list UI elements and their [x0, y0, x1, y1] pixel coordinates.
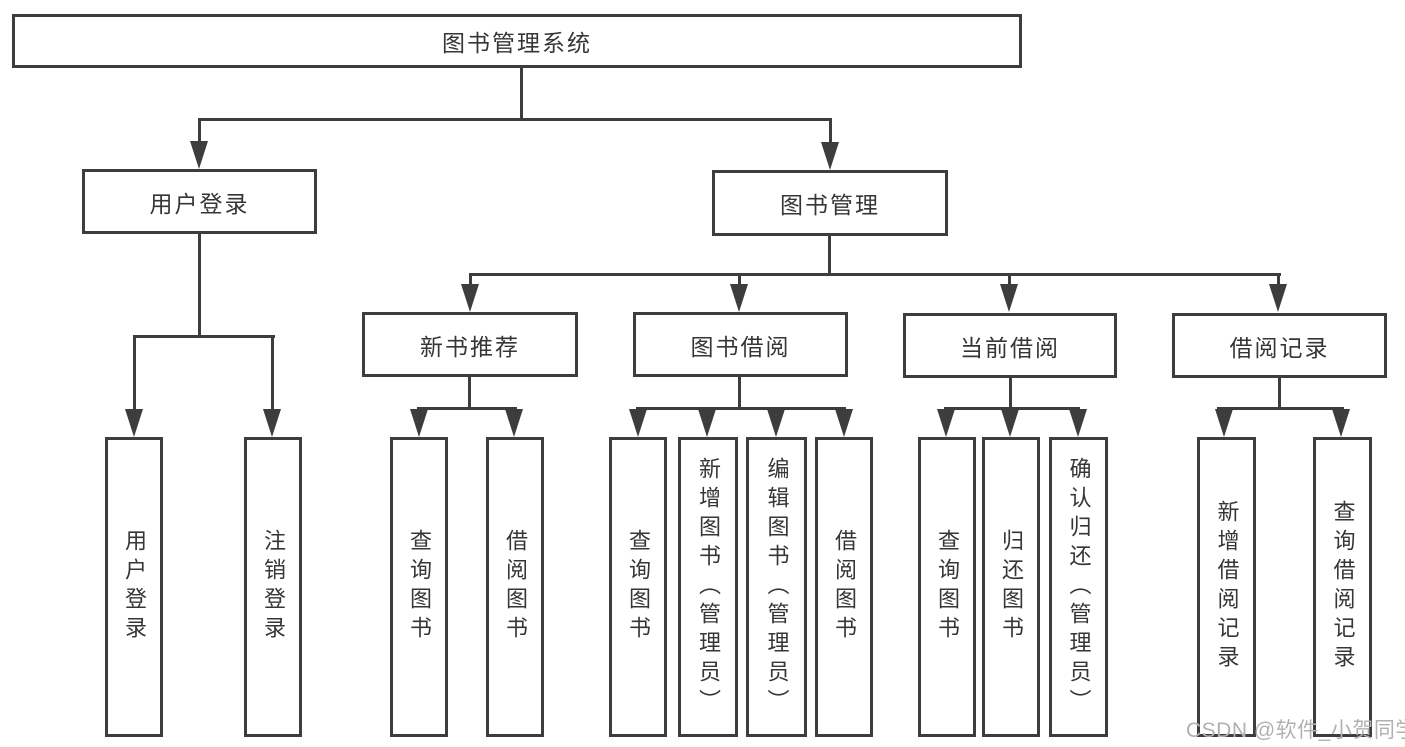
leaf-newbooks-query-books: 查询图书 — [390, 437, 448, 737]
connector-current-borrow-stub — [1009, 378, 1012, 410]
leaf-label: 查询图书 — [407, 529, 432, 645]
leaf-borrow-query-books: 查询图书 — [609, 437, 667, 737]
leaf-user-login: 用户登录 — [105, 437, 163, 737]
node-book-management: 图书管理 — [712, 170, 948, 236]
leaf-label: 新增借阅记录 — [1214, 500, 1240, 674]
leaf-label: 查询图书 — [935, 529, 960, 645]
arrow-down-icon — [461, 284, 479, 312]
watermark: CSDN @软件_小贺同学 — [1186, 719, 1405, 742]
leaf-label: 编辑图书（管理员） — [764, 456, 790, 718]
node-borrow-records: 借阅记录 — [1172, 313, 1387, 378]
leaf-label: 查询借阅记录 — [1330, 500, 1356, 674]
arrow-down-icon — [410, 409, 428, 437]
connector-root-stub — [520, 68, 523, 121]
leaf-label: 查询图书 — [626, 529, 651, 645]
connector-new-books-split — [417, 407, 517, 410]
connector-book-borrow-stub — [738, 377, 741, 410]
leaf-records-add-record: 新增借阅记录 — [1197, 437, 1256, 737]
connector-shaft — [198, 120, 201, 143]
node-label: 图书借阅 — [690, 333, 791, 360]
connector-shaft — [738, 276, 741, 286]
node-library-system: 图书管理系统 — [12, 14, 1022, 68]
node-label: 新书推荐 — [420, 333, 520, 360]
arrow-down-icon — [1332, 409, 1350, 437]
leaf-logout: 注销登录 — [244, 437, 302, 737]
node-label: 图书管理 — [780, 192, 880, 218]
connector-shaft — [469, 276, 472, 286]
connector-book-mgmt-stub — [828, 236, 831, 276]
connector-borrow-records-stub — [1278, 378, 1281, 410]
connector-borrow-records-split — [1217, 407, 1344, 410]
arrow-down-icon — [1215, 409, 1233, 437]
leaf-label: 注销登录 — [261, 529, 286, 645]
arrow-down-icon — [835, 409, 853, 437]
connector-shaft — [271, 338, 274, 410]
arrow-down-icon — [190, 141, 208, 169]
connector-current-borrow-split — [944, 407, 1080, 410]
connector-shaft — [1008, 276, 1011, 286]
arrow-down-icon — [1069, 409, 1087, 437]
connector-book-mgmt-split — [469, 273, 1281, 276]
connector-shaft — [133, 338, 136, 410]
leaf-current-return-books: 归还图书 — [982, 437, 1040, 737]
node-label: 当前借阅 — [960, 334, 1060, 361]
node-book-borrow: 图书借阅 — [633, 312, 848, 377]
leaf-borrow-edit-books-admin: 编辑图书（管理员） — [746, 437, 807, 737]
node-current-borrow: 当前借阅 — [903, 313, 1117, 378]
arrow-down-icon — [125, 409, 143, 437]
arrow-down-icon — [629, 409, 647, 437]
node-label: 用户登录 — [149, 190, 250, 217]
arrow-down-icon — [698, 409, 716, 437]
leaf-current-confirm-return-admin: 确认归还（管理员） — [1049, 437, 1108, 737]
leaf-label: 借阅图书 — [832, 529, 857, 645]
leaf-label: 归还图书 — [999, 529, 1024, 645]
connector-new-books-stub — [468, 377, 471, 410]
arrow-down-icon — [937, 409, 955, 437]
leaf-current-query-books: 查询图书 — [918, 437, 976, 737]
connector-shaft — [829, 120, 832, 144]
arrow-down-icon — [1001, 409, 1019, 437]
leaf-label: 用户登录 — [122, 529, 147, 645]
arrow-down-icon — [821, 142, 839, 170]
node-user-login: 用户登录 — [82, 169, 317, 234]
connector-shaft — [1277, 276, 1280, 286]
arrow-down-icon — [505, 409, 523, 437]
leaf-label: 新增图书（管理员） — [696, 456, 721, 718]
leaf-label: 确认归还（管理员） — [1066, 456, 1092, 718]
leaf-label: 借阅图书 — [503, 529, 528, 645]
leaf-newbooks-borrow-books: 借阅图书 — [486, 437, 544, 737]
arrow-down-icon — [730, 284, 748, 312]
arrow-down-icon — [263, 409, 281, 437]
arrow-down-icon — [1269, 284, 1287, 312]
node-label: 借阅记录 — [1229, 334, 1330, 361]
node-new-book-recommend: 新书推荐 — [362, 312, 578, 377]
arrow-down-icon — [767, 409, 785, 437]
connector-root-split — [198, 118, 832, 121]
connector-book-borrow-split — [636, 407, 846, 410]
node-label: 图书管理系统 — [442, 30, 592, 56]
leaf-borrow-add-books-admin: 新增图书（管理员） — [678, 437, 738, 737]
arrow-down-icon — [1000, 284, 1018, 312]
connector-user-login-split — [133, 335, 275, 338]
leaf-borrow-borrow-books: 借阅图书 — [815, 437, 873, 737]
leaf-records-query-record: 查询借阅记录 — [1313, 437, 1372, 737]
connector-user-login-stub — [198, 234, 201, 338]
